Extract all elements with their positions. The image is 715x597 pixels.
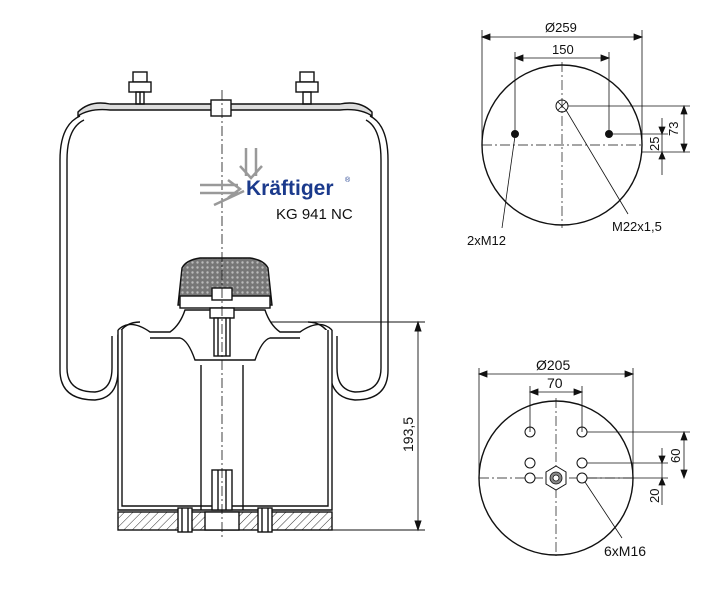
- top-thread-right-label: M22x1,5: [612, 219, 662, 234]
- top-width-label: 150: [552, 42, 574, 57]
- bottom-diameter-label: Ø205: [536, 357, 570, 373]
- top-offset-73-label: 73: [666, 122, 681, 136]
- logo-arrows-icon: [200, 148, 263, 207]
- side-view: [59, 71, 389, 540]
- brand-name: Kräftiger: [246, 177, 334, 200]
- top-stud-right: [295, 71, 319, 105]
- top-diameter-label: Ø259: [545, 20, 577, 35]
- bellows-outline: [59, 115, 141, 401]
- bolt-hole: [576, 472, 588, 484]
- brand-logo: Kräftiger ® KG 941 NC: [200, 148, 353, 223]
- top-offset-25-label: 25: [647, 137, 662, 151]
- bolt-hole: [524, 472, 536, 484]
- top-thread-left-label: 2xM12: [467, 233, 506, 248]
- top-plate-view: [480, 30, 690, 229]
- bottom-offset-20-label: 20: [647, 489, 662, 503]
- brand-registered-mark: ®: [345, 176, 351, 184]
- bolt-hole: [576, 457, 588, 469]
- bump-stop: [177, 257, 273, 306]
- top-stud-left: [128, 71, 152, 105]
- height-label: 193,5: [400, 417, 416, 452]
- bottom-thread-label: 6xM16: [604, 543, 646, 559]
- bolt-hole: [524, 457, 536, 469]
- bottom-width-label: 70: [547, 375, 563, 391]
- bottom-plate-view: [477, 368, 690, 556]
- model-number: KG 941 NC: [276, 206, 353, 223]
- height-dimension: [270, 320, 425, 532]
- bellows-outline-right: [307, 115, 389, 401]
- bottom-offset-60-label: 60: [668, 449, 683, 463]
- air-inlet-boss: [210, 99, 232, 117]
